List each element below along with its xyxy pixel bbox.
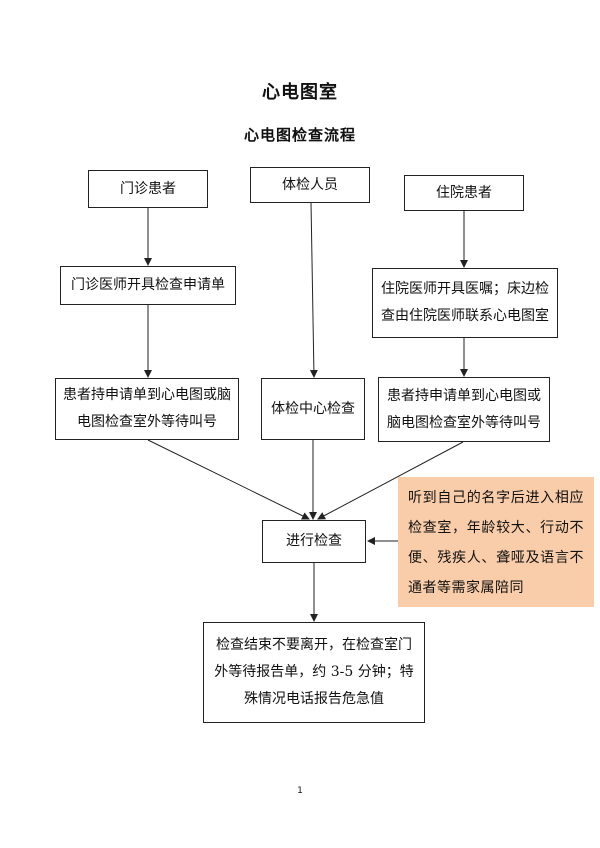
node-outpatient-doctor: 门诊医师开具检查申请单 (60, 266, 236, 305)
note-callout: 听到自己的名字后进入相应检查室，年龄较大、行动不便、残疾人、聋哑及语言不通者等需… (398, 477, 594, 607)
node-inpatient-wait: 患者持申请单到心电图或脑电图检查室外等待叫号 (378, 377, 550, 442)
node-outpatient: 门诊患者 (88, 170, 208, 208)
page-number: 1 (297, 786, 303, 796)
node-exam-center: 体检中心检查 (261, 378, 365, 440)
arrow-outpatient-wait-to-exam (147, 439, 310, 520)
flowchart-title: 心电图检查流程 (243, 126, 356, 144)
document-title: 心电图室 (262, 82, 338, 103)
node-inpatient-doctor: 住院医师开具医嘱；床边检查由住院医师联系心电图室 (372, 268, 558, 338)
node-perform-exam: 进行检查 (262, 520, 366, 563)
arrow-inpatient-wait-to-exam (317, 441, 464, 520)
node-outpatient-wait: 患者持申请单到心电图或脑电图检查室外等待叫号 (55, 378, 239, 440)
node-after-exam: 检查结束不要离开，在检查室门外等待报告单，约 3-5 分钟；特殊情况电话报告危急… (203, 622, 425, 723)
arrow-physical-to-exam-center (309, 201, 318, 378)
node-inpatient: 住院患者 (404, 175, 524, 211)
node-physical-exam: 体检人员 (250, 167, 370, 203)
